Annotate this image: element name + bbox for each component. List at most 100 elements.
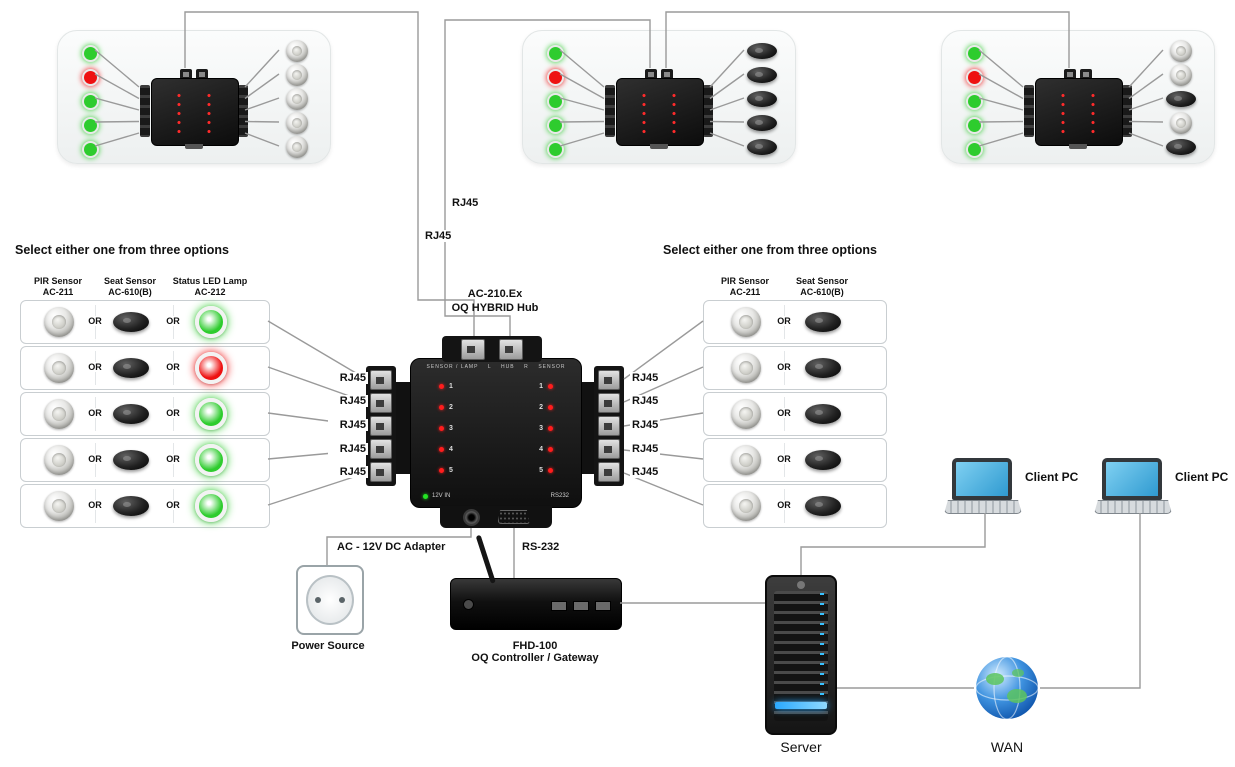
or-label: OR	[772, 316, 796, 326]
channel-number: 3	[449, 425, 453, 432]
rj45-label: RJ45	[630, 466, 661, 478]
hub-uplink-ports	[442, 336, 542, 362]
header-model: AC-610(B)	[800, 287, 844, 298]
column-header-pir-sensor: PIR Sensor AC-211	[707, 276, 783, 299]
pir-sensor-icon	[44, 353, 74, 383]
status-led-indicator	[966, 45, 983, 62]
rj45-tab-icon	[1080, 69, 1092, 79]
rj45-label: RJ45	[328, 395, 368, 407]
header-line: Status LED Lamp	[172, 276, 248, 286]
power-source-label: Power Source	[291, 640, 365, 652]
or-label: OR	[161, 500, 185, 510]
oq-controller-gateway-device	[450, 534, 622, 630]
or-label: OR	[83, 362, 107, 372]
hub-bottom-labels: 12V IN RS232	[423, 493, 569, 499]
red-led-icon	[439, 468, 444, 473]
hub-model: AC-210.Ex	[467, 288, 523, 300]
header-model: AC-610(B)	[108, 287, 152, 298]
sensor-option-row: OR OR	[20, 300, 270, 344]
socket-hole	[315, 597, 321, 603]
status-led-indicator	[82, 93, 99, 110]
status-led-indicator	[547, 141, 564, 158]
red-led-icon	[548, 426, 553, 431]
sensor-option-row: OR OR	[20, 438, 270, 482]
rj45-jack-icon	[598, 462, 620, 482]
rj45-label: RJ45	[423, 230, 454, 242]
power-led-icon	[423, 493, 428, 499]
status-led-indicator	[82, 117, 99, 134]
pir-sensor-icon	[731, 307, 761, 337]
seat-sensor-icon	[113, 404, 149, 424]
controller-name: OQ Controller / Gateway	[471, 652, 599, 664]
status-led-indicator	[966, 117, 983, 134]
pir-sensor-icon	[1170, 112, 1192, 134]
socket-hole	[339, 597, 345, 603]
channel-number: 4	[539, 446, 543, 453]
pir-sensor-icon	[731, 353, 761, 383]
red-led-icon	[548, 384, 553, 389]
pir-sensor-icon	[286, 136, 308, 158]
db9-serial-port-icon	[497, 510, 530, 524]
rj45-label: RJ45	[328, 419, 368, 431]
pir-sensor-icon	[44, 491, 74, 521]
status-led-indicator	[966, 141, 983, 158]
server-lock-icon	[797, 581, 805, 589]
channel-number: 2	[449, 404, 453, 411]
or-label: OR	[772, 408, 796, 418]
pir-sensor-icon	[44, 399, 74, 429]
or-label: OR	[161, 316, 185, 326]
sensor-option-row: OR	[703, 300, 887, 344]
rj45-tab-icon	[1064, 69, 1076, 79]
seat-sensor-icon	[805, 404, 841, 424]
sensor-option-row: OR	[703, 438, 887, 482]
room-unit-panel-3	[941, 30, 1215, 164]
hub-body-icon	[151, 78, 239, 146]
rj45-tab-icon	[661, 69, 673, 79]
hub-right-port-strip	[594, 366, 624, 486]
rs232-port-label: RS232	[550, 493, 569, 499]
adapter-label: AC - 12V DC Adapter	[337, 541, 446, 553]
seat-sensor-icon	[805, 312, 841, 332]
seat-sensor-icon	[805, 496, 841, 516]
rj45-jack-icon	[370, 416, 392, 436]
rj45-label: RJ45	[328, 466, 368, 478]
seat-sensor-icon	[747, 43, 777, 59]
pir-sensor-icon	[44, 307, 74, 337]
seat-sensor-icon	[747, 115, 777, 131]
room-unit-panel-2	[522, 30, 796, 164]
laptop-screen	[952, 458, 1012, 500]
status-led-lamp-icon	[195, 352, 227, 384]
pir-sensor-icon	[44, 445, 74, 475]
rj45-jack-icon	[598, 370, 620, 390]
rj45-jack-icon	[598, 416, 620, 436]
or-label: OR	[772, 454, 796, 464]
hub-port-row-text: SENSOR / LAMP L HUB R SENSOR	[426, 364, 566, 370]
status-led-lamp-icon	[195, 306, 227, 338]
rj45-jack-icon	[370, 439, 392, 459]
led-column-icon	[206, 91, 212, 137]
hub-name: OQ HYBRID Hub	[451, 301, 539, 314]
io-port-icon	[573, 601, 589, 611]
socket-face	[306, 575, 354, 625]
red-led-icon	[439, 384, 444, 389]
laptop-screen	[1102, 458, 1162, 500]
server-label: Server	[780, 739, 822, 755]
status-led-lamp-icon	[195, 398, 227, 430]
seat-sensor-icon	[113, 496, 149, 516]
status-led-lamp-icon	[195, 444, 227, 476]
hub-title: AC-210.Ex OQ HYBRID Hub	[407, 288, 583, 316]
status-led-indicator	[82, 45, 99, 62]
header-model: AC-211	[729, 287, 761, 298]
hub-body-icon	[616, 78, 704, 146]
left-options-title: Select either one from three options	[15, 243, 229, 257]
or-label: OR	[772, 362, 796, 372]
sensor-option-row: OR	[703, 484, 887, 528]
red-led-icon	[439, 426, 444, 431]
status-led-indicator	[547, 93, 564, 110]
power-button-icon	[463, 599, 474, 610]
rj45-label: RJ45	[630, 443, 661, 455]
hub-channel-leds-right: 1 2 3 4 5	[539, 383, 553, 474]
rj45-jack-icon	[461, 338, 485, 360]
port-strip-icon	[140, 85, 150, 137]
